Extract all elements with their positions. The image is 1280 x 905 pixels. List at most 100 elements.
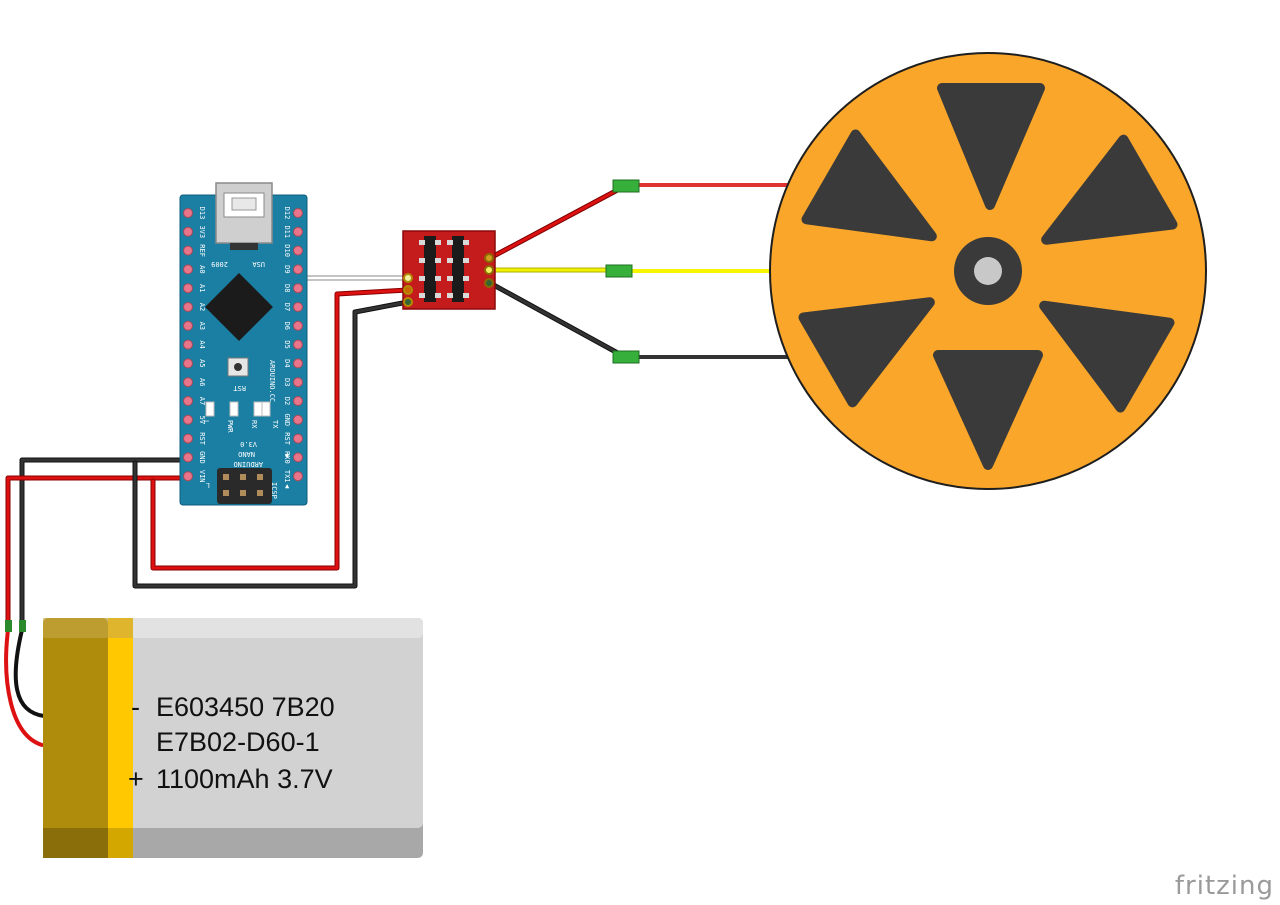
- pin-label-right-d4: D4: [283, 359, 291, 367]
- lipo-battery[interactable]: - E603450 7B20 E7B02-D60-1 + 1100mAh 3.7…: [43, 618, 423, 858]
- pin-label-left-a6: A6: [198, 378, 206, 386]
- pin-left-gnd[interactable]: [183, 452, 193, 463]
- pin-right-tx1[interactable]: [293, 471, 303, 482]
- pin-label-right-d3: D3: [283, 378, 291, 386]
- pin-left-d13[interactable]: [183, 208, 193, 218]
- board-site-label: ARDUINO.CC: [268, 360, 276, 402]
- power-wires: [4, 275, 411, 747]
- speed-controller[interactable]: [402, 179, 792, 364]
- motor-shaft: [974, 257, 1002, 285]
- led-label-pwr: PWR: [226, 420, 234, 433]
- pin-label-right-tx1: TX1: [283, 470, 291, 483]
- pin-label-right-d2: D2: [283, 397, 291, 405]
- pin-right-d4[interactable]: [293, 358, 303, 369]
- battery-yellow-band: [108, 618, 133, 858]
- pin-left-a2[interactable]: [183, 302, 193, 312]
- tx-arrow-icon: ▲: [285, 482, 290, 490]
- pin-label-right-d5: D5: [283, 340, 291, 348]
- board-icsp-label: ICSP: [270, 482, 278, 499]
- board-rst-label: RST: [233, 384, 246, 392]
- pin-left-rst[interactable]: [183, 433, 193, 444]
- pin-right-gnd[interactable]: [293, 414, 303, 425]
- esc-out-yellow[interactable]: [484, 265, 494, 275]
- board-usa-label: USA: [252, 260, 265, 268]
- pin-label-left-d13: D13: [198, 207, 206, 220]
- esc-out-black[interactable]: [484, 278, 494, 288]
- pin-right-d6[interactable]: [293, 320, 303, 331]
- connector-red: [612, 179, 640, 193]
- led-label-tx: TX: [271, 420, 279, 429]
- connector-black: [612, 350, 640, 364]
- pin-right-rx0[interactable]: [293, 452, 303, 463]
- pin-label-right-d9: D9: [283, 265, 291, 273]
- pin-left-a4[interactable]: [183, 339, 193, 350]
- wire-battery-vin: [5, 475, 191, 628]
- wire-battery-gnd: [19, 457, 191, 628]
- esc-pad-vin[interactable]: [403, 285, 413, 295]
- pin-left-a0[interactable]: [183, 264, 193, 275]
- pin-label-right-gnd: GND: [283, 413, 291, 426]
- pin-left-a1[interactable]: [183, 283, 193, 294]
- pin-left-vin[interactable]: [183, 471, 193, 482]
- pin-label-left-a5: A5: [198, 359, 206, 367]
- pin-left-a5[interactable]: [183, 358, 193, 369]
- pin-left-a3[interactable]: [183, 320, 193, 331]
- pin-right-d10[interactable]: [293, 245, 303, 256]
- pin-label-left-a1: A1: [198, 284, 206, 292]
- pin-right-d3[interactable]: [293, 377, 303, 388]
- connector-yellow: [605, 264, 633, 278]
- pin-right-d7[interactable]: [293, 302, 303, 312]
- pin-label-left-a4: A4: [198, 340, 206, 348]
- pin-label-left-rst: RST: [198, 432, 206, 445]
- pin-label-left-vin: VIN: [198, 470, 206, 483]
- pin-label-right-rst: RST: [283, 432, 291, 445]
- esc-pad-gnd[interactable]: [403, 297, 413, 307]
- rx-arrow-icon: ▼: [285, 452, 290, 460]
- status-leds: [205, 401, 271, 417]
- pin-right-d2[interactable]: [293, 396, 303, 406]
- pin-label-right-d12: D12: [283, 207, 291, 220]
- led-label-rx: RX: [250, 420, 258, 429]
- pin-left-3v3[interactable]: [183, 226, 193, 237]
- fritzing-logo: fritzing: [1174, 871, 1274, 901]
- pin-right-d11[interactable]: [293, 226, 303, 237]
- pin-right-d9[interactable]: [293, 264, 303, 275]
- pin-left-5v[interactable]: [183, 414, 193, 425]
- battery-minus-sign: -: [131, 692, 140, 722]
- battery-label-line1: E603450 7B20: [156, 692, 335, 722]
- battery-label-line3: 1100mAh 3.7V: [156, 764, 333, 794]
- pin-right-d5[interactable]: [293, 339, 303, 350]
- pin-label-left-a3: A3: [198, 322, 206, 330]
- pin-right-d12[interactable]: [293, 208, 303, 218]
- pin-label-left-ref: REF: [198, 244, 206, 257]
- pin-label-right-d7: D7: [283, 303, 291, 311]
- icsp-header: [217, 468, 272, 504]
- pin-left-a7[interactable]: [183, 396, 193, 406]
- battery-gold-band: [43, 618, 108, 858]
- battery-plus-sign: +: [128, 764, 144, 794]
- board-year-label: 2009: [211, 260, 228, 268]
- pin-label-left-a7: A7: [198, 397, 206, 405]
- pin-left-ref[interactable]: [183, 245, 193, 256]
- pin-right-d8[interactable]: [293, 283, 303, 294]
- battery-label-line2: E7B02-D60-1: [156, 727, 320, 757]
- pin-label-left-3v3: 3V3: [198, 225, 206, 238]
- battery-black-cap: [19, 620, 26, 632]
- mcu-chip: [205, 273, 273, 341]
- esc-pad-signal[interactable]: [403, 273, 413, 283]
- brushless-motor[interactable]: [769, 52, 1207, 490]
- esc-components: [419, 236, 469, 302]
- pin-label-left-a2: A2: [198, 303, 206, 311]
- board-name-nano: NANO: [238, 450, 255, 458]
- pin-label-right-rx0: RX0: [283, 451, 291, 464]
- pin-label-right-d10: D10: [283, 244, 291, 257]
- pin-label-right-d8: D8: [283, 284, 291, 292]
- pin-right-rst[interactable]: [293, 433, 303, 444]
- pin-label-right-d11: D11: [283, 225, 291, 238]
- icsp-pin1-mark: ⅂: [206, 482, 210, 490]
- pin-left-a6[interactable]: [183, 377, 193, 388]
- esc-out-red[interactable]: [484, 253, 494, 263]
